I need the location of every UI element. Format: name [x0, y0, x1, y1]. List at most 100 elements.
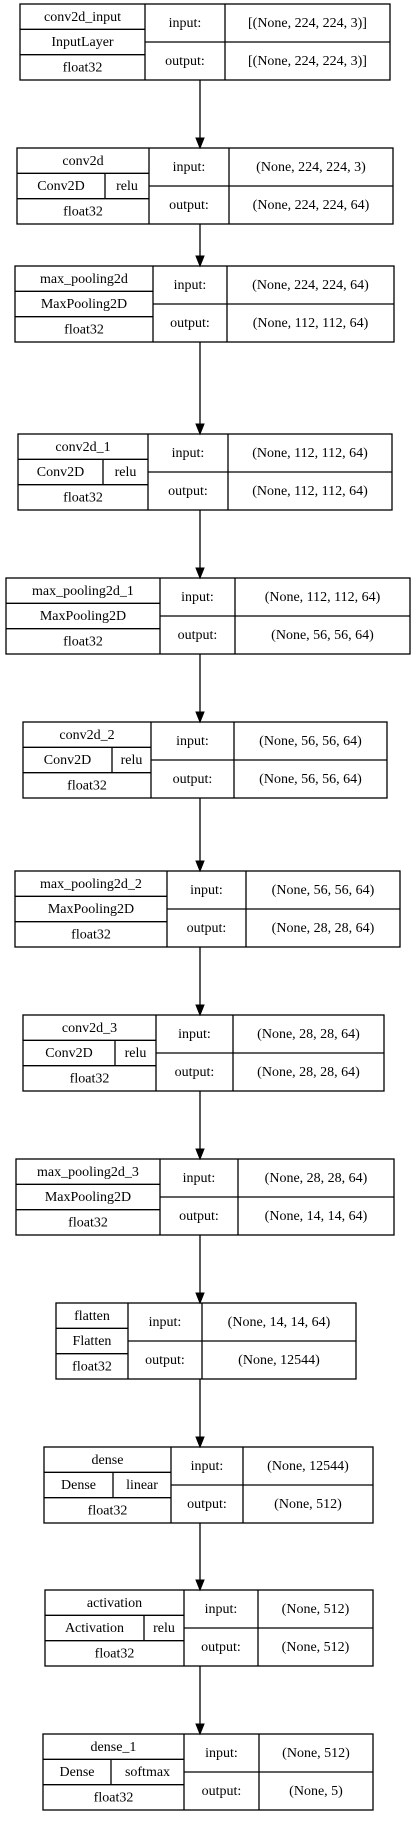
layer-name: flatten — [74, 1309, 110, 1324]
input-shape: (None, 224, 224, 64) — [252, 278, 369, 293]
output-shape: [(None, 224, 224, 3)] — [248, 54, 367, 69]
layer-type: MaxPooling2D — [45, 1190, 131, 1205]
output-label: output: — [187, 921, 227, 936]
output-label: output: — [173, 772, 213, 787]
layer-dtype: float32 — [72, 1360, 112, 1375]
layer-activation: relu — [115, 465, 137, 480]
output-shape: (None, 512) — [282, 1640, 350, 1655]
layer-type: Conv2D — [37, 465, 84, 480]
input-shape: (None, 512) — [282, 1602, 350, 1617]
input-shape: (None, 28, 28, 64) — [257, 1027, 360, 1042]
connector-arrow — [195, 798, 205, 873]
output-shape: (None, 5) — [289, 1784, 343, 1799]
input-shape: (None, 224, 224, 3) — [256, 160, 366, 175]
output-shape: (None, 512) — [274, 1497, 342, 1512]
output-shape: (None, 56, 56, 64) — [271, 628, 374, 643]
connector-arrow — [195, 1235, 205, 1305]
layer-name: dense_1 — [91, 1740, 137, 1755]
layer-node-max_pooling2d_2: max_pooling2d_2MaxPooling2Dfloat32input:… — [14, 870, 401, 948]
input-label: input: — [173, 160, 206, 175]
output-shape: (None, 224, 224, 64) — [253, 198, 370, 213]
output-shape: (None, 56, 56, 64) — [259, 772, 362, 787]
layer-dtype: float32 — [88, 1504, 128, 1519]
output-shape: (None, 14, 14, 64) — [265, 1209, 368, 1224]
output-label: output: — [169, 198, 209, 213]
input-shape: (None, 112, 112, 64) — [265, 590, 381, 605]
layer-name: dense — [92, 1453, 124, 1468]
input-label: input: — [190, 883, 223, 898]
layer-name: max_pooling2d_1 — [32, 584, 134, 599]
layer-dtype: float32 — [68, 1216, 108, 1231]
layer-name: max_pooling2d_3 — [37, 1165, 139, 1180]
output-label: output: — [202, 1784, 242, 1799]
layer-name: conv2d_input — [44, 10, 121, 25]
layer-type: InputLayer — [51, 35, 114, 50]
layer-dtype: float32 — [94, 1791, 134, 1806]
input-label: input: — [191, 1459, 224, 1474]
input-label: input: — [149, 1315, 182, 1330]
layer-activation: relu — [153, 1621, 175, 1636]
input-label: input: — [176, 734, 209, 749]
connector-arrow — [195, 80, 205, 150]
layer-dtype: float32 — [71, 928, 111, 943]
output-label: output: — [187, 1497, 227, 1512]
connector-arrow — [195, 1523, 205, 1592]
output-label: output: — [175, 1065, 215, 1080]
input-shape: (None, 56, 56, 64) — [259, 734, 362, 749]
layer-name: conv2d_1 — [55, 440, 110, 455]
input-label: input: — [178, 1027, 211, 1042]
output-shape: (None, 12544) — [238, 1353, 320, 1368]
input-label: input: — [205, 1602, 238, 1617]
layer-name: max_pooling2d — [40, 272, 128, 287]
output-label: output: — [165, 54, 205, 69]
layer-name: max_pooling2d_2 — [40, 877, 142, 892]
output-label: output: — [145, 1353, 185, 1368]
layer-name: conv2d_3 — [62, 1021, 117, 1036]
layer-dtype: float32 — [95, 1647, 135, 1662]
input-shape: (None, 28, 28, 64) — [265, 1171, 368, 1186]
connector-arrow — [195, 510, 205, 580]
input-label: input: — [181, 590, 214, 605]
layer-type: Dense — [60, 1765, 95, 1780]
connector-arrow — [195, 1379, 205, 1449]
output-shape: (None, 112, 112, 64) — [252, 484, 368, 499]
layer-activation: linear — [126, 1478, 158, 1493]
layer-dtype: float32 — [67, 779, 107, 794]
layer-type: MaxPooling2D — [40, 609, 126, 624]
layer-dtype: float32 — [70, 1072, 110, 1087]
layer-name: conv2d_2 — [59, 728, 114, 743]
output-label: output: — [178, 628, 218, 643]
output-shape: (None, 112, 112, 64) — [253, 316, 369, 331]
layer-type: Flatten — [73, 1334, 112, 1349]
layer-type: Conv2D — [45, 1046, 92, 1061]
layer-dtype: float32 — [63, 491, 103, 506]
output-shape: (None, 28, 28, 64) — [257, 1065, 360, 1080]
connector-arrow — [195, 654, 205, 724]
input-label: input: — [174, 278, 207, 293]
layer-type: Dense — [61, 1478, 96, 1493]
output-label: output: — [201, 1640, 241, 1655]
connector-arrow — [195, 1666, 205, 1736]
output-label: output: — [170, 316, 210, 331]
layer-dtype: float32 — [63, 635, 103, 650]
input-label: input: — [205, 1746, 238, 1761]
input-shape: (None, 112, 112, 64) — [252, 446, 368, 461]
layer-name: activation — [87, 1596, 142, 1611]
layer-activation: relu — [116, 179, 138, 194]
output-shape: (None, 28, 28, 64) — [272, 921, 375, 936]
layer-name: conv2d — [62, 154, 103, 169]
input-shape: (None, 14, 14, 64) — [228, 1315, 331, 1330]
layer-activation: relu — [121, 753, 143, 768]
input-label: input: — [183, 1171, 216, 1186]
layer-dtype: float32 — [64, 323, 104, 338]
layer-type: Activation — [65, 1621, 124, 1636]
layer-type: MaxPooling2D — [41, 297, 127, 312]
